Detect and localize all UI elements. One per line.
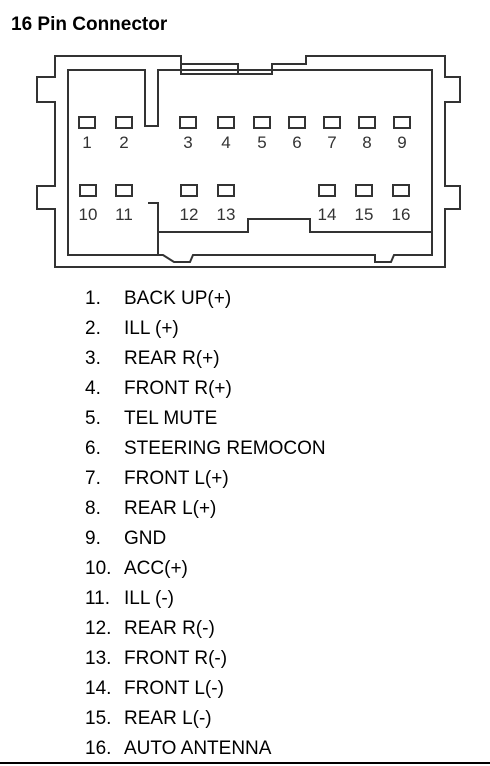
pin-label-4: 4 (221, 133, 230, 152)
pin-label-13: 13 (217, 205, 236, 224)
connector-housing-inner (67, 69, 433, 263)
pin-function: REAR R(+) (124, 348, 220, 369)
pin-number: 13. (85, 648, 112, 669)
pin-number: 9. (85, 528, 101, 549)
pin-slot-13 (217, 184, 235, 197)
pin-label-1: 1 (82, 133, 91, 152)
pin-number: 1. (85, 288, 101, 309)
pin-list-item: 16. AUTO ANTENNA (85, 734, 326, 764)
pin-list-item: 5. TEL MUTE (85, 404, 326, 434)
connector-latch-tab (180, 63, 239, 75)
pin-list-item: 7. FRONT L(+) (85, 464, 326, 494)
pin-number: 8. (85, 498, 101, 519)
pin-label-3: 3 (183, 133, 192, 152)
pin-slot-4 (217, 116, 235, 129)
pin-label-6: 6 (292, 133, 301, 152)
pin-number: 2. (85, 318, 101, 339)
pin-label-2: 2 (119, 133, 128, 152)
pin-function: ILL (-) (124, 588, 174, 609)
pin-function: REAR L(-) (124, 708, 212, 729)
pin-number: 14. (85, 678, 112, 699)
pin-label-11: 11 (115, 205, 133, 224)
pin-list-item: 15. REAR L(-) (85, 704, 326, 734)
pin-list-item: 8. REAR L(+) (85, 494, 326, 524)
pin-number: 4. (85, 378, 101, 399)
pin-list-item: 2. ILL (+) (85, 314, 326, 344)
pin-list-item: 6. STEERING REMOCON (85, 434, 326, 464)
pin-label-14: 14 (318, 205, 337, 224)
bottom-rule (0, 762, 490, 764)
pin-label-8: 8 (362, 133, 371, 152)
pin-list-item: 4. FRONT R(+) (85, 374, 326, 404)
pin-function: ILL (+) (124, 318, 179, 339)
pin-function: AUTO ANTENNA (124, 738, 272, 759)
pin-function: FRONT L(-) (124, 678, 224, 699)
pin-slot-11 (115, 184, 133, 197)
pin-slot-3 (179, 116, 197, 129)
pin-number: 16. (85, 738, 112, 759)
connector-housing-outer (36, 55, 461, 268)
pin-list-item: 1. BACK UP(+) (85, 284, 326, 314)
pin-function: STEERING REMOCON (124, 438, 326, 459)
pin-function: FRONT L(+) (124, 468, 229, 489)
pin-list-item: 10. ACC(+) (85, 554, 326, 584)
pin-list-item: 12. REAR R(-) (85, 614, 326, 644)
pin-slot-15 (355, 184, 373, 197)
pin-list-item: 3. REAR R(+) (85, 344, 326, 374)
pin-function: GND (124, 528, 167, 549)
pin-function: REAR L(+) (124, 498, 217, 519)
pin-label-16: 16 (392, 205, 411, 224)
pin-slot-10 (79, 184, 97, 197)
pin-slot-8 (358, 116, 376, 129)
pin-number: 5. (85, 408, 101, 429)
pin-slot-2 (115, 116, 133, 129)
pin-function: REAR R(-) (124, 618, 215, 639)
pin-number: 10. (85, 558, 112, 579)
pin-label-9: 9 (397, 133, 406, 152)
pin-list-item: 14. FRONT L(-) (85, 674, 326, 704)
pin-slot-6 (288, 116, 306, 129)
pin-slot-7 (323, 116, 341, 129)
pin-number: 15. (85, 708, 112, 729)
pin-function: BACK UP(+) (124, 288, 232, 309)
pin-list-item: 9. GND (85, 524, 326, 554)
pin-slot-1 (78, 116, 96, 129)
pin-slot-5 (253, 116, 271, 129)
pin-number: 12. (85, 618, 112, 639)
pin-list-item: 13. FRONT R(-) (85, 644, 326, 674)
pin-slot-14 (318, 184, 336, 197)
pin-function: ACC(+) (124, 558, 188, 579)
connector-lower-rail (148, 202, 432, 233)
pin-label-15: 15 (355, 205, 374, 224)
diagram-title: 16 Pin Connector (11, 14, 168, 35)
pin-function: TEL MUTE (124, 408, 218, 429)
pin-slot-9 (393, 116, 411, 129)
pin-list-item: 11. ILL (-) (85, 584, 326, 614)
pin-slot-16 (392, 184, 410, 197)
pin-label-12: 12 (180, 205, 199, 224)
pin-list: 1. BACK UP(+) 2. ILL (+) 3. REAR R(+) 4. FRONT … (85, 284, 326, 764)
pin-label-10: 10 (79, 205, 98, 224)
pin-number: 7. (85, 468, 101, 489)
pin-number: 3. (85, 348, 101, 369)
pin-number: 6. (85, 438, 101, 459)
pin-function: FRONT R(+) (124, 378, 232, 399)
pin-slot-12 (180, 184, 198, 197)
pin-number: 11. (85, 588, 111, 609)
pin-label-7: 7 (327, 133, 336, 152)
pin-label-5: 5 (257, 133, 266, 152)
pin-function: FRONT R(-) (124, 648, 228, 669)
